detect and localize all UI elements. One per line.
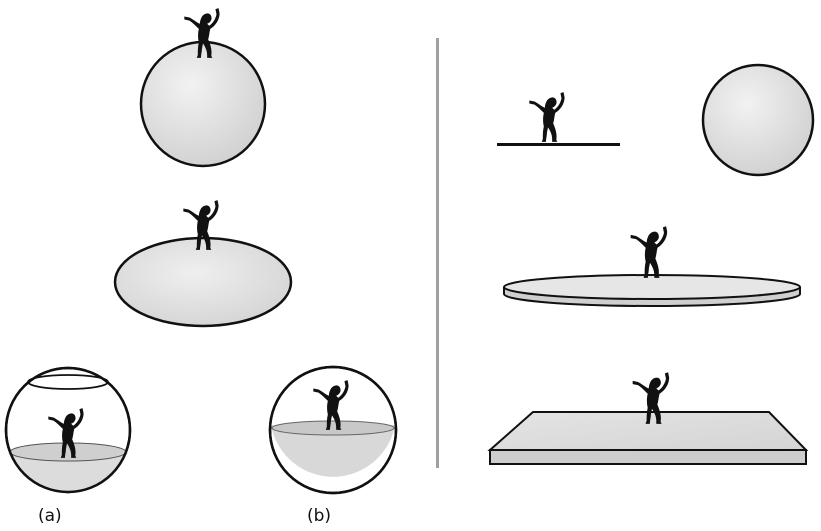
slab-with-figure: [487, 372, 809, 465]
sphere-alone: [701, 63, 815, 177]
figure-on-flat-line: [497, 92, 620, 146]
panel-divider: [436, 38, 439, 468]
caption-a: (a): [38, 506, 62, 526]
dancing-person-icon: [630, 226, 668, 278]
caption-b: (b): [307, 506, 332, 526]
sphere-with-figure-on-top: [139, 8, 267, 168]
ellipsoid-with-figure-on-top: [113, 200, 293, 328]
water-filled-sphere-b: [268, 365, 398, 495]
dancing-person-icon: [529, 92, 565, 142]
thin-disc-with-figure: [503, 226, 801, 307]
hollow-sphere-a: [4, 366, 132, 494]
